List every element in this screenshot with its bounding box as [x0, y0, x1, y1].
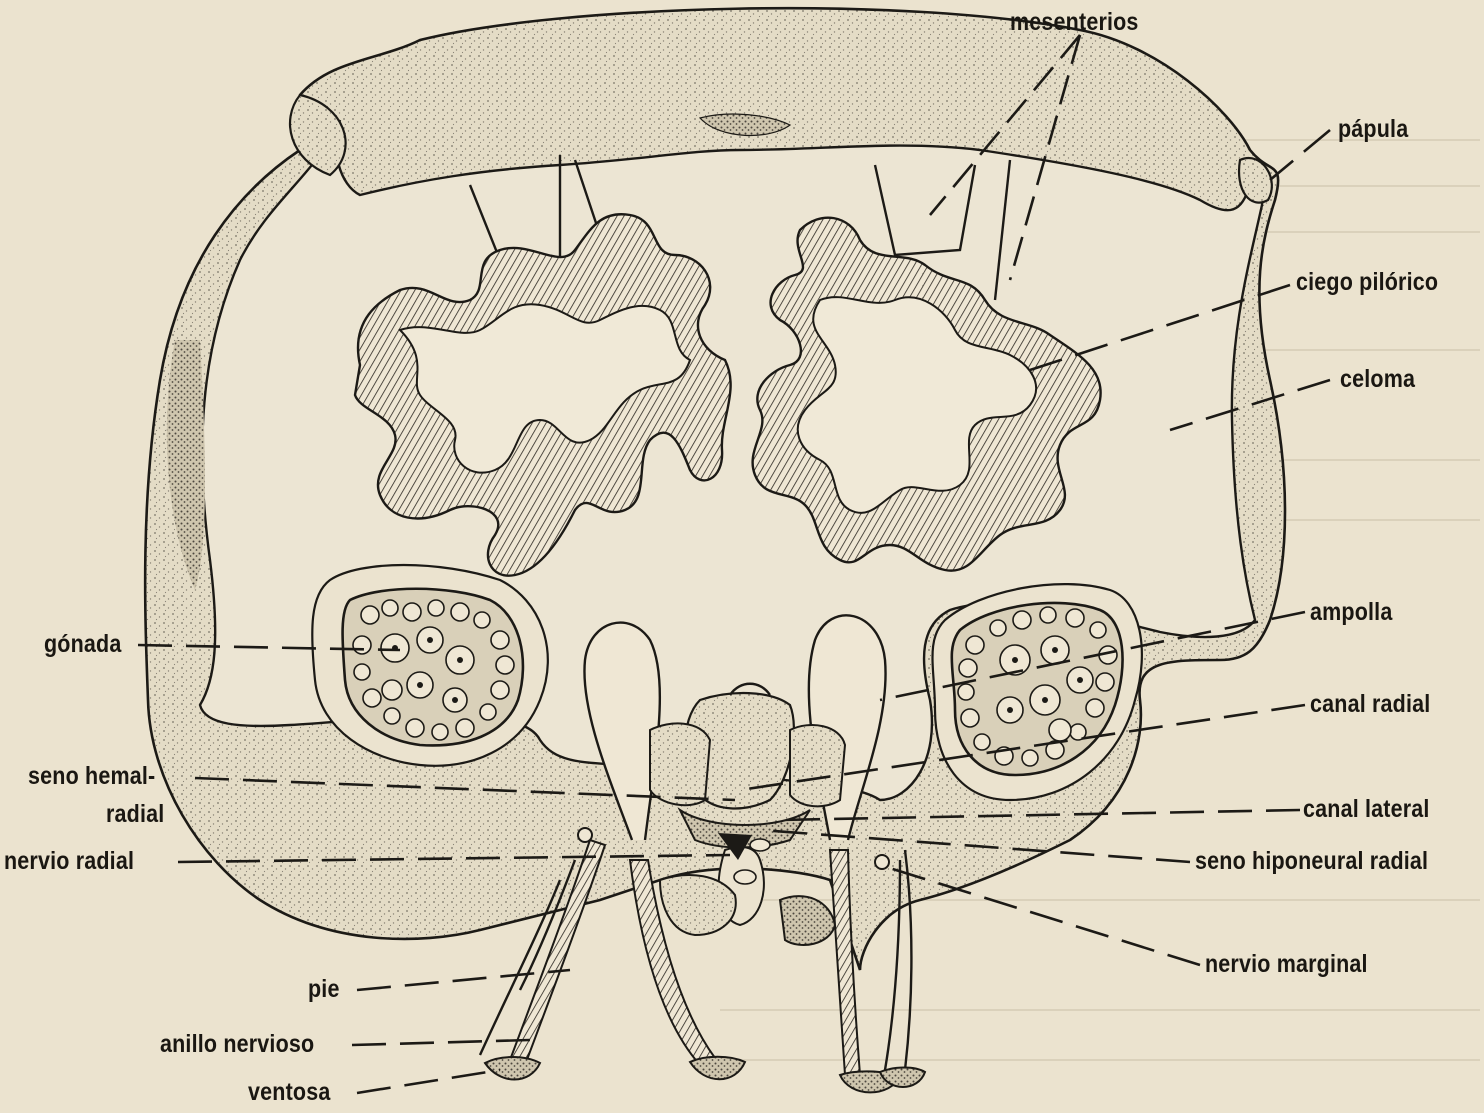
- label-mesenterios: mesenterios: [1010, 8, 1139, 36]
- nerve-dot-right: [875, 855, 889, 869]
- gonad-left: [312, 565, 548, 766]
- label-ciego-pilorico: ciego pilórico: [1296, 268, 1438, 296]
- label-gonada: gónada: [44, 630, 121, 658]
- nerve-dot-left: [578, 828, 592, 842]
- label-anillo-nervioso: anillo nervioso: [160, 1030, 314, 1058]
- label-nervio-radial: nervio radial: [4, 847, 134, 875]
- label-papula: pápula: [1338, 115, 1408, 143]
- label-canal-radial: canal radial: [1310, 690, 1430, 718]
- label-pie: pie: [308, 975, 340, 1003]
- label-ventosa: ventosa: [248, 1078, 330, 1106]
- label-seno-hiponeural-radial: seno hiponeural radial: [1195, 847, 1428, 875]
- label-seno-hemal-line1: seno hemal-: [28, 762, 155, 790]
- label-canal-lateral: canal lateral: [1303, 795, 1430, 823]
- label-celoma: celoma: [1340, 365, 1415, 393]
- label-seno-hemal-line2: radial: [106, 800, 164, 828]
- label-nervio-marginal: nervio marginal: [1205, 950, 1368, 978]
- label-ampolla: ampolla: [1310, 598, 1392, 626]
